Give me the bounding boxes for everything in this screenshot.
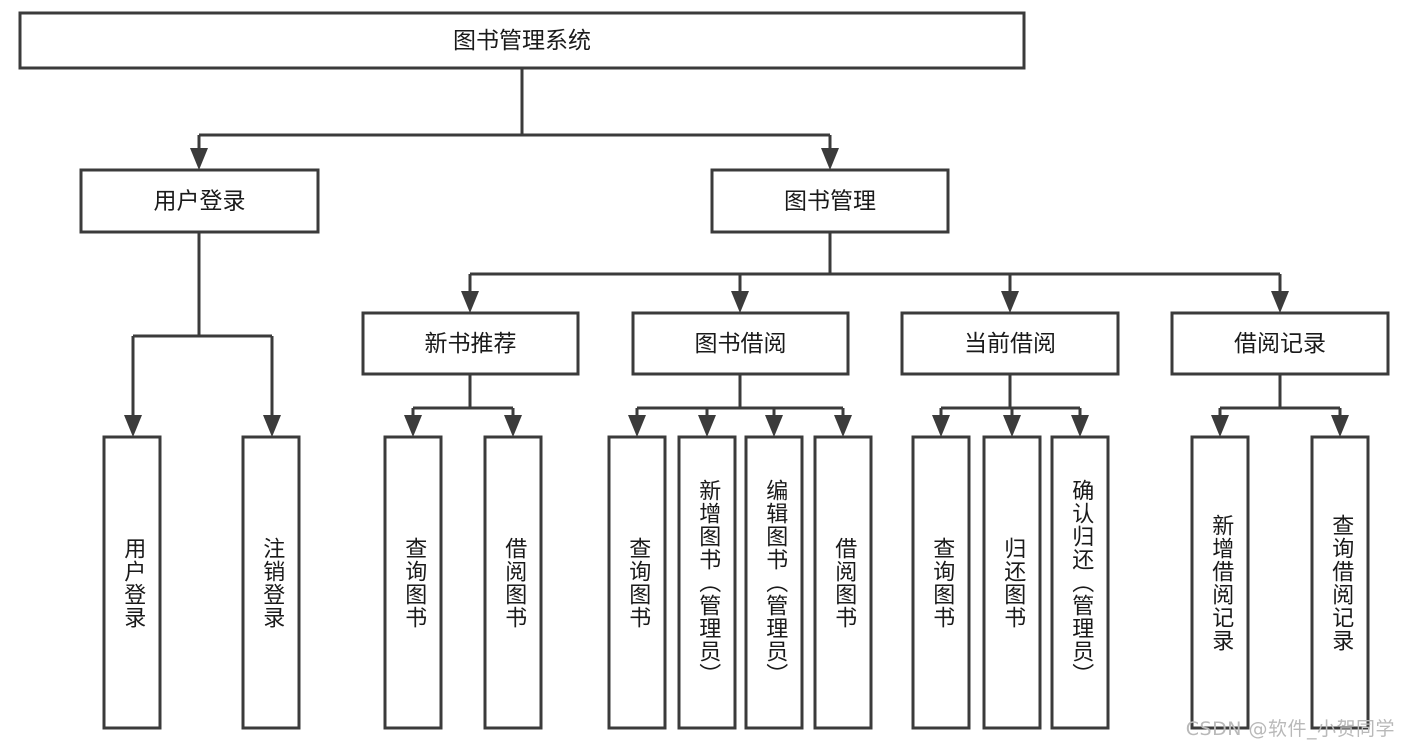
conn-record-bus-arrow-0 bbox=[1211, 415, 1229, 437]
conn-manage-bus-arrow-3 bbox=[1271, 291, 1289, 313]
conn-root-bus-arrow-1 bbox=[821, 148, 839, 170]
conn-record-bus-arrow-1 bbox=[1331, 415, 1349, 437]
conn-root-bus-arrow-0 bbox=[190, 148, 208, 170]
node-box-leaf-add-record bbox=[1190, 435, 1250, 730]
conn-current-bus-arrow-0 bbox=[932, 415, 950, 437]
csdn-watermark: CSDN @软件_小贺同学 bbox=[1185, 718, 1395, 740]
node-box-leaf-confirm-return bbox=[1050, 435, 1110, 730]
node-box-leaf-query-record bbox=[1310, 435, 1370, 730]
conn-borrow-bus-arrow-0 bbox=[628, 415, 646, 437]
node-box-current-borrow bbox=[900, 311, 1120, 376]
conn-login-bus-arrow-1 bbox=[263, 415, 281, 437]
conn-login-bus-arrow-0 bbox=[124, 415, 142, 437]
node-label-root: 图书管理系统 bbox=[453, 28, 591, 54]
conn-manage-bus-arrow-2 bbox=[1001, 291, 1019, 313]
connectors-layer bbox=[124, 68, 1349, 437]
node-box-leaf-query-book-2 bbox=[607, 435, 667, 730]
node-boxes-layer bbox=[18, 11, 1390, 730]
node-label-borrow-record: 借阅记录 bbox=[1234, 331, 1326, 357]
conn-newbook-bus-arrow-0 bbox=[404, 415, 422, 437]
node-box-leaf-return-book bbox=[982, 435, 1042, 730]
conn-newbook-bus-arrow-1 bbox=[504, 415, 522, 437]
node-box-user-login bbox=[79, 168, 320, 234]
node-box-leaf-query-book-1 bbox=[383, 435, 443, 730]
node-box-leaf-borrow-book-2 bbox=[813, 435, 873, 730]
node-box-leaf-edit-book bbox=[744, 435, 804, 730]
node-box-borrow-record bbox=[1170, 311, 1390, 376]
node-box-new-book-rec bbox=[361, 311, 580, 376]
node-label-new-book-rec: 新书推荐 bbox=[425, 331, 517, 357]
conn-current-bus-arrow-1 bbox=[1003, 415, 1021, 437]
conn-current-bus-arrow-2 bbox=[1071, 415, 1089, 437]
conn-manage-bus-arrow-0 bbox=[461, 291, 479, 313]
conn-borrow-bus-arrow-2 bbox=[765, 415, 783, 437]
node-box-book-manage bbox=[710, 168, 950, 234]
node-label-user-login: 用户登录 bbox=[154, 189, 246, 215]
node-box-leaf-user-logout bbox=[241, 435, 301, 730]
node-box-book-borrow bbox=[631, 311, 850, 376]
node-box-leaf-user-login bbox=[102, 435, 162, 730]
node-label-book-borrow: 图书借阅 bbox=[695, 331, 787, 357]
conn-borrow-bus-arrow-3 bbox=[834, 415, 852, 437]
node-box-root bbox=[18, 11, 1026, 70]
node-label-current-borrow: 当前借阅 bbox=[964, 331, 1056, 357]
conn-borrow-bus-arrow-1 bbox=[698, 415, 716, 437]
conn-manage-bus-arrow-1 bbox=[731, 291, 749, 313]
node-box-leaf-add-book bbox=[677, 435, 737, 730]
node-box-leaf-query-book-3 bbox=[911, 435, 971, 730]
node-label-book-manage: 图书管理 bbox=[784, 189, 876, 215]
node-box-leaf-borrow-book-1 bbox=[483, 435, 543, 730]
